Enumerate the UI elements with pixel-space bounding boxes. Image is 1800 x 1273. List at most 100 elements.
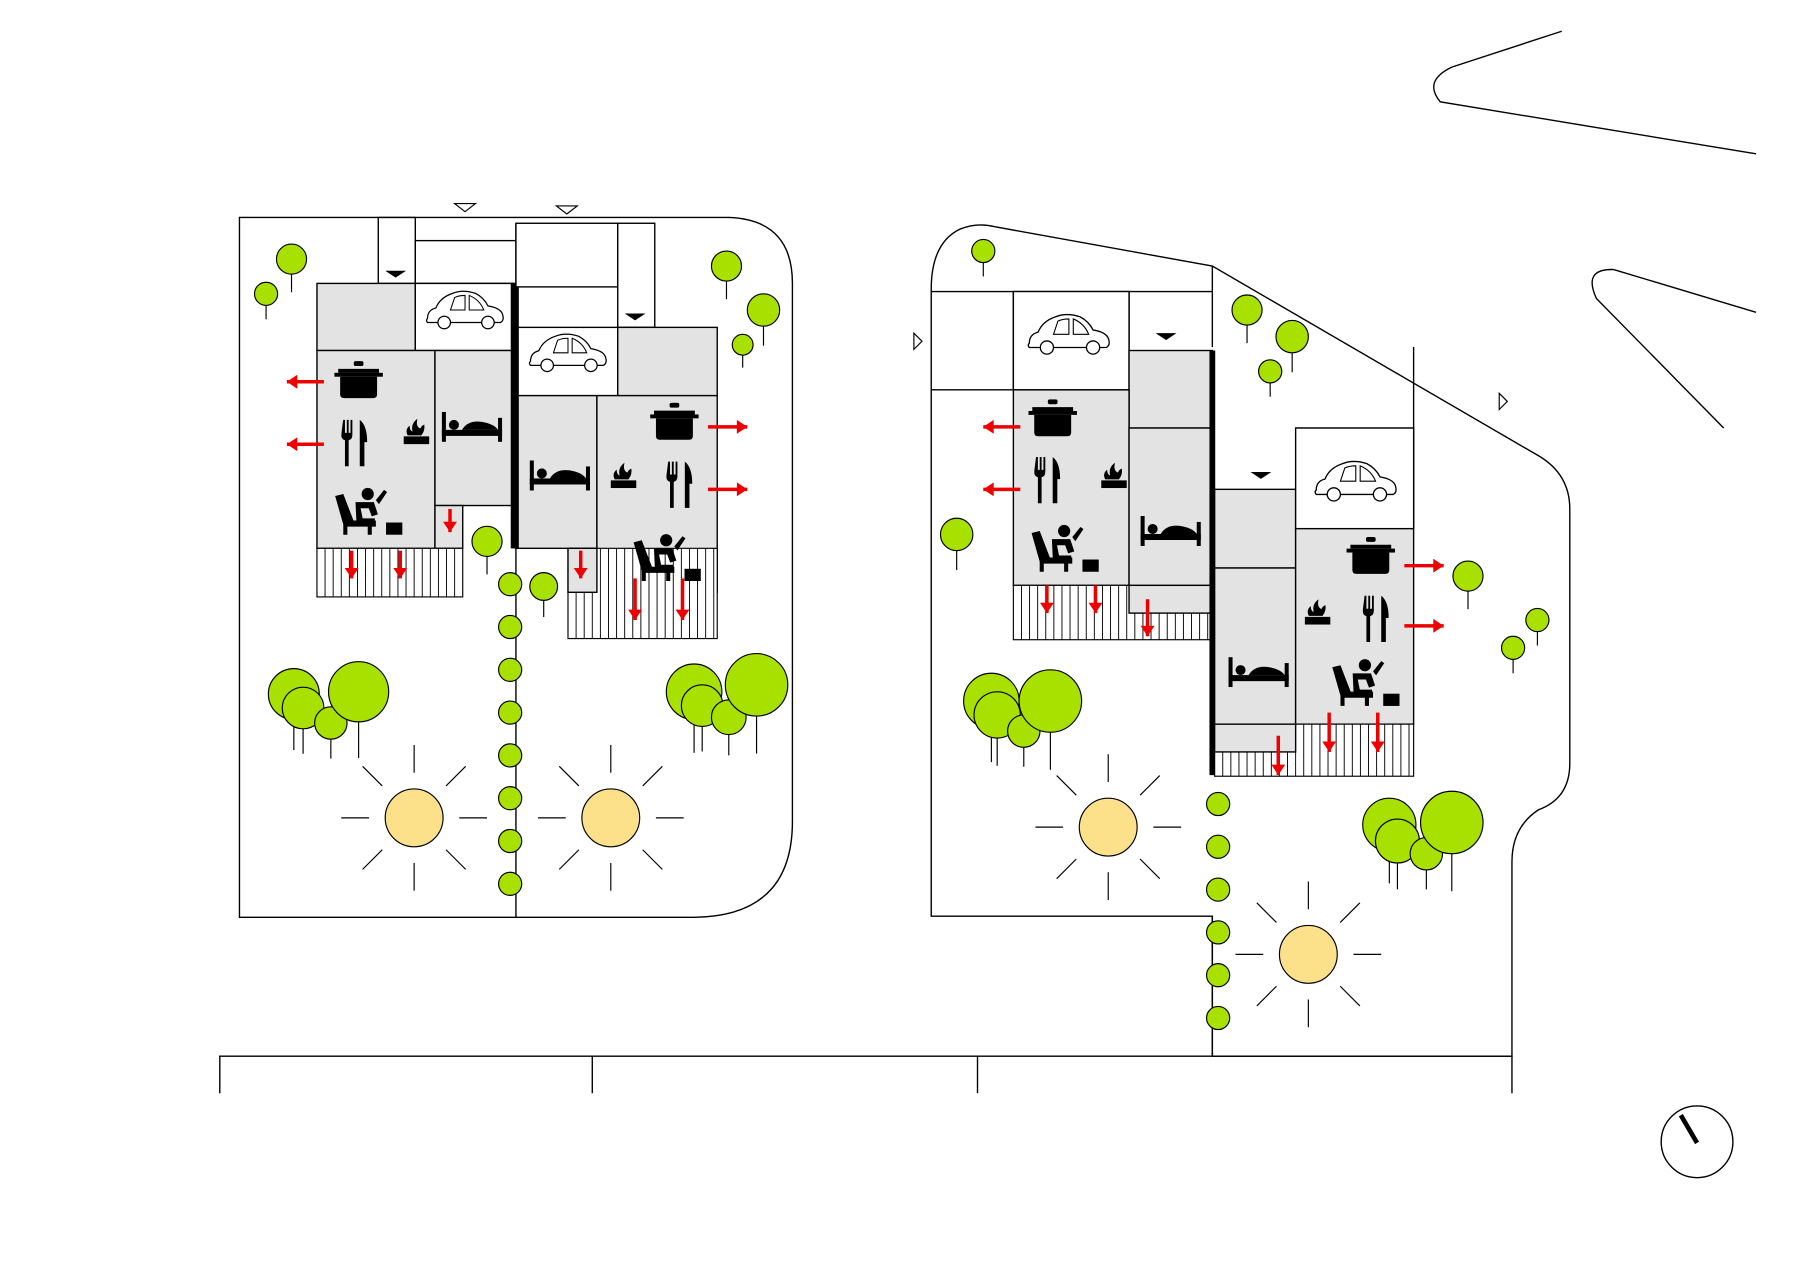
driveway <box>414 239 517 285</box>
driveway <box>515 222 619 288</box>
view-arrow-icon <box>1404 558 1444 573</box>
view-arrow-icon <box>1404 618 1444 633</box>
hall <box>434 504 464 550</box>
arrow-head <box>1433 618 1444 633</box>
arrow-head <box>443 521 457 533</box>
arrow-head <box>983 482 994 497</box>
view-arrow-icon <box>393 550 408 579</box>
hedge-tree-icon <box>1205 834 1231 859</box>
view-arrow-icon <box>983 482 1021 497</box>
tree-icon <box>529 572 559 618</box>
storage-room <box>617 326 718 397</box>
hedge-tree-icon <box>498 700 523 725</box>
view-arrow-icon <box>1088 585 1103 614</box>
arrow-head <box>628 609 643 621</box>
entrance-marker-icon <box>913 331 923 351</box>
tree-icon <box>1525 607 1550 646</box>
entrance-marker-icon <box>554 205 579 215</box>
tree-canopy <box>1525 607 1550 633</box>
storage-room <box>316 282 416 352</box>
view-arrow-icon <box>1271 735 1286 776</box>
view-arrow-icon <box>1039 585 1054 614</box>
street-edge <box>219 1055 1513 1094</box>
tree-canopy <box>971 238 996 264</box>
storage-room <box>1128 349 1214 429</box>
hedge-tree-icon <box>498 743 523 768</box>
sun-ray <box>558 765 580 787</box>
arrow-head <box>1140 625 1155 637</box>
tree-icon <box>746 293 781 346</box>
sun-ray <box>445 849 467 870</box>
entrance-marker-icon <box>624 313 646 321</box>
view-arrow-icon <box>573 550 588 579</box>
arrow-head <box>736 482 748 497</box>
view-arrow-icon <box>1140 599 1155 637</box>
arrow-head <box>573 567 588 579</box>
hedge-tree-icon <box>498 657 523 682</box>
sun-icon <box>1035 754 1182 900</box>
hedge-tree-icon <box>498 828 523 854</box>
view-arrow-icon <box>983 419 1021 434</box>
arrow-head <box>983 419 994 434</box>
tree-canopy <box>710 250 743 282</box>
tree-canopy <box>731 333 754 356</box>
road-edge <box>1591 268 1757 429</box>
arrow-head <box>675 609 690 621</box>
view-arrow-icon <box>1322 712 1337 752</box>
tree-icon <box>724 653 789 754</box>
tree-icon <box>275 243 308 293</box>
sun-icon <box>1235 881 1382 1028</box>
road-edge <box>1433 30 1757 155</box>
bedroom <box>515 394 598 550</box>
view-arrow-icon <box>707 482 748 497</box>
tree-icon <box>1231 294 1263 344</box>
sun-icon <box>537 744 684 891</box>
sun-ray <box>1056 775 1077 796</box>
view-arrow-icon <box>286 437 324 452</box>
arrow-head <box>1039 602 1054 614</box>
tree-canopy <box>1419 790 1484 855</box>
bedroom <box>1213 723 1297 753</box>
arrow-head <box>286 437 298 452</box>
hedge-tree-icon <box>1205 920 1231 945</box>
sun-ray <box>1339 985 1361 1007</box>
north-arrow-needle <box>1678 1114 1700 1145</box>
driveway <box>617 222 656 329</box>
hedge-tree-icon <box>1205 877 1231 902</box>
sun-ray <box>642 849 663 870</box>
entrance-marker-icon <box>1250 471 1272 479</box>
tree-canopy <box>724 653 789 717</box>
tree-icon <box>1275 319 1309 373</box>
arrow-head <box>1088 602 1103 614</box>
hedge-tree-icon <box>1205 963 1231 988</box>
tree-icon <box>1018 669 1083 770</box>
tree-icon <box>1500 635 1526 674</box>
view-arrow-icon <box>286 374 324 389</box>
tree-canopy <box>1275 319 1309 354</box>
site-plan-content <box>219 30 1757 1179</box>
tree-icon <box>1452 560 1484 610</box>
tree-icon <box>1419 790 1484 892</box>
sun-ray <box>558 849 580 870</box>
sun-ray <box>362 765 383 787</box>
arrow-head <box>393 567 408 579</box>
tree-icon <box>731 333 754 368</box>
tree-icon <box>1258 359 1283 397</box>
tree-canopy <box>1500 635 1526 660</box>
sun-ray <box>362 849 383 870</box>
view-arrow-icon <box>443 508 457 533</box>
tree-icon <box>327 661 390 758</box>
tree-canopy <box>327 661 390 723</box>
entrance-marker-icon <box>1498 391 1509 411</box>
view-arrow-icon <box>628 578 643 621</box>
tree-canopy <box>746 293 781 327</box>
arrow-head <box>1322 741 1337 752</box>
arrow-head <box>736 419 748 434</box>
sun-ray <box>1256 985 1277 1007</box>
sun-ray <box>1339 902 1361 923</box>
sun-disc <box>1278 924 1338 984</box>
hedge-tree-icon <box>498 614 523 640</box>
storage-room <box>1213 488 1297 569</box>
hedge-tree-icon <box>498 786 523 811</box>
tree-icon <box>253 281 279 320</box>
